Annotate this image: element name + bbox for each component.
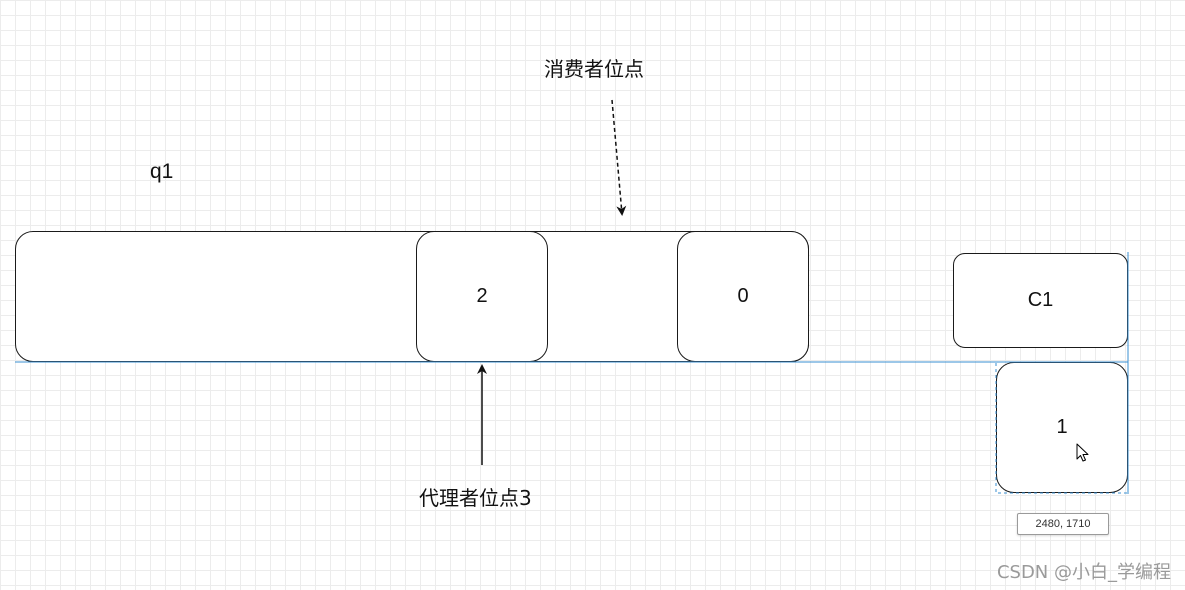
queue-slot-0-label: 0 bbox=[737, 285, 749, 307]
message-box-1-label: 1 bbox=[1056, 416, 1068, 438]
message-box-1[interactable]: 1 bbox=[996, 362, 1128, 493]
queue-slot-2-label: 2 bbox=[476, 285, 488, 307]
watermark-text: CSDN @小白_学编程 bbox=[996, 562, 1171, 583]
coordinate-tooltip: 2480, 1710 bbox=[1017, 513, 1109, 535]
consumer-offset-arrow bbox=[611, 99, 627, 216]
queue-name-label: q1 bbox=[150, 160, 174, 183]
queue-slot-2[interactable]: 2 bbox=[416, 231, 548, 362]
queue-q1-container[interactable] bbox=[15, 231, 809, 362]
broker-offset-label: 代理者位点3 bbox=[419, 486, 532, 510]
consumer-c1-label: C1 bbox=[1027, 289, 1054, 311]
consumer-offset-label: 消费者位点 bbox=[544, 57, 644, 81]
queue-slot-0[interactable]: 0 bbox=[677, 231, 809, 362]
consumer-c1-box[interactable]: C1 bbox=[953, 253, 1128, 348]
